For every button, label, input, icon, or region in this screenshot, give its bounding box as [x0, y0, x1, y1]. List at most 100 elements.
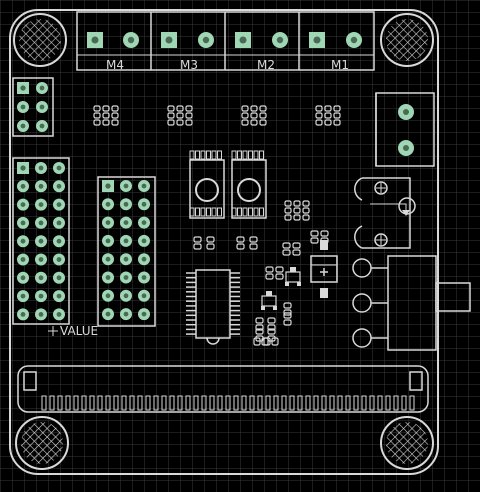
smd-passives: [193, 230, 329, 346]
through-hole-pad: [35, 198, 47, 211]
through-hole-pad: [53, 235, 65, 248]
edge-pin: [225, 395, 231, 411]
through-hole-pad: [123, 32, 139, 48]
ic-pin: [237, 207, 242, 217]
dc-jack-outline: [354, 177, 416, 249]
through-hole-pad: [17, 120, 29, 132]
through-hole-pad: [35, 290, 47, 303]
through-hole-pad: [36, 101, 48, 113]
through-hole-pad: [53, 180, 65, 193]
ic-pin: [195, 207, 200, 217]
through-hole-pad: [120, 289, 132, 302]
edge-pin: [153, 395, 159, 411]
edge-pin: [145, 395, 151, 411]
header-small-left: [12, 77, 54, 137]
ic-pin: [259, 207, 264, 217]
resistor-array: [241, 105, 267, 126]
edge-pin: [353, 395, 359, 411]
through-hole-pad: [102, 198, 114, 211]
edge-pin: [81, 395, 87, 411]
edge-pin: [385, 395, 391, 411]
edge-pin: [73, 395, 79, 411]
through-hole-pad: [102, 308, 114, 321]
smd-capacitor: [282, 242, 291, 256]
board-outline: [9, 9, 439, 475]
ic-pin: [206, 207, 211, 217]
resistor-array: [284, 200, 310, 221]
ic-pin: [189, 150, 195, 160]
edge-pin: [97, 395, 103, 411]
through-hole-pad: [138, 308, 150, 321]
through-hole-pad: [53, 253, 65, 266]
through-hole-pad: [138, 198, 150, 211]
through-hole-pad: [346, 32, 362, 48]
smd-transistor: [261, 291, 277, 310]
ic-pin: [217, 150, 222, 160]
edge-pin: [369, 395, 375, 411]
through-hole-pad: [17, 271, 29, 284]
smd-capacitor: [206, 236, 215, 250]
edge-pin: [401, 395, 407, 411]
through-hole-pad: [272, 32, 288, 48]
ic-pin: [211, 207, 217, 217]
smd-capacitor: [292, 242, 301, 256]
plus-symbol-icon: [320, 268, 328, 276]
through-hole-pad: [35, 162, 47, 174]
smd-capacitor: [249, 236, 258, 250]
edge-pin: [105, 395, 111, 411]
through-hole-pad: [53, 216, 65, 229]
through-hole-pad: [17, 290, 29, 303]
origin-crosshair-icon: [48, 326, 58, 336]
through-hole-pad: [35, 235, 47, 248]
ic-pin: [237, 150, 242, 160]
through-hole-pad: [35, 216, 47, 229]
through-hole-pad: [120, 234, 132, 247]
through-hole-pad: [53, 198, 65, 211]
through-hole-pad: [53, 290, 65, 303]
mounting-holes: [13, 13, 434, 470]
through-hole-pad: [138, 271, 150, 284]
ic-pin: [259, 150, 264, 160]
square-pad: [235, 32, 251, 48]
through-hole-pad: [53, 271, 65, 284]
ic-pin: [200, 150, 206, 160]
ic-pin: [231, 150, 237, 160]
through-hole-pad: [102, 271, 114, 284]
terminal-label-m2: M2: [257, 58, 275, 72]
edge-pin: [409, 395, 415, 411]
bottom-edge-connector: [17, 365, 429, 413]
mounting-hole-icon: [13, 13, 67, 67]
mounting-hole-icon: [380, 13, 434, 67]
through-hole-pad: [102, 289, 114, 302]
through-hole-pad: [102, 253, 114, 266]
through-hole-pad: [138, 234, 150, 247]
smd-capacitor: [265, 266, 274, 280]
edge-pin: [185, 395, 191, 411]
edge-pin: [257, 395, 263, 411]
polarized-capacitor: [310, 240, 338, 298]
mounting-hole-icon: [380, 416, 434, 470]
edge-pin: [129, 395, 135, 411]
terminal-label-m3: M3: [180, 58, 198, 72]
motor-terminal-block: M4 M3 M2 M1: [76, 11, 375, 72]
resistor-array: [315, 105, 341, 126]
edge-pin: [233, 395, 239, 411]
smd-capacitor: [263, 337, 279, 346]
through-hole-pad: [17, 235, 29, 248]
through-hole-pad: [138, 253, 150, 266]
edge-pin: [393, 395, 399, 411]
through-hole-pad: [120, 308, 132, 321]
ic-pin: [242, 207, 248, 217]
through-hole-pad: [120, 198, 132, 211]
edge-pin: [265, 395, 271, 411]
edge-pin: [89, 395, 95, 411]
through-hole-pad: [35, 271, 47, 284]
through-hole-pad: [17, 198, 29, 211]
smd-capacitor: [255, 317, 264, 331]
through-hole-pad: [17, 253, 29, 266]
edge-pin: [313, 395, 319, 411]
resistor-arrays: [93, 105, 341, 221]
through-hole-pad: [138, 216, 150, 229]
through-hole-pad: [138, 289, 150, 302]
